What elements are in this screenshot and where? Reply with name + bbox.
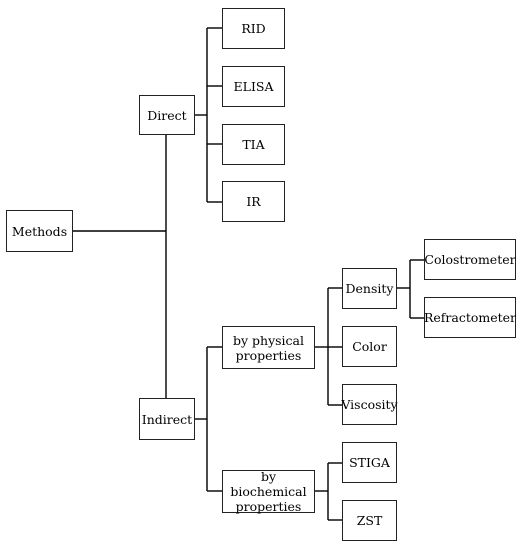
node-viscosity: Viscosity bbox=[341, 384, 398, 425]
node-ir: IR bbox=[222, 181, 285, 222]
node-zst: ZST bbox=[342, 500, 397, 541]
node-biochemical-properties: by biochemical properties bbox=[222, 469, 315, 514]
node-rid: RID bbox=[222, 8, 285, 49]
node-colostrometer: Colostrometer bbox=[424, 239, 516, 280]
node-elisa: ELISA bbox=[222, 66, 285, 107]
node-color: Color bbox=[342, 326, 397, 367]
node-physical-properties: by physical properties bbox=[222, 326, 315, 369]
node-indirect: Indirect bbox=[139, 398, 195, 440]
node-density: Density bbox=[342, 268, 397, 309]
node-tia: TIA bbox=[222, 124, 285, 165]
node-methods: Methods bbox=[6, 210, 73, 252]
node-direct: Direct bbox=[139, 95, 195, 135]
node-stiga: STIGA bbox=[342, 442, 397, 483]
node-refractometer: Refractometer bbox=[424, 297, 516, 338]
